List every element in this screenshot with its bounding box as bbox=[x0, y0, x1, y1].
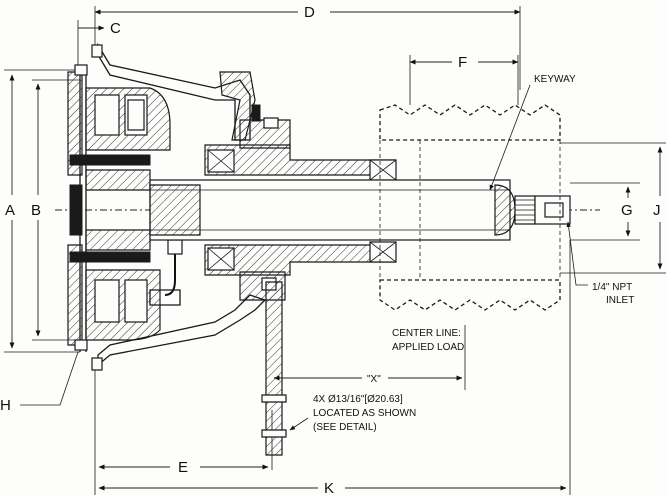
label-a: A bbox=[5, 202, 15, 219]
holes-callout-line3: (SEE DETAIL) bbox=[313, 422, 377, 433]
npt-callout-line1: 1/4" NPT bbox=[592, 282, 632, 293]
label-e: E bbox=[178, 459, 188, 476]
x-dimension-mark: "X" bbox=[367, 374, 381, 385]
center-line-callout-line2: APPLIED LOAD bbox=[392, 342, 464, 353]
label-h: H bbox=[0, 397, 11, 414]
bearing-housing bbox=[204, 104, 397, 301]
sheave-outline bbox=[379, 104, 561, 311]
label-k: K bbox=[324, 480, 334, 495]
mounting-bracket bbox=[261, 281, 287, 456]
npt-callout-line2: INLET bbox=[606, 295, 634, 306]
dimension-lines bbox=[4, 6, 666, 495]
label-j: J bbox=[653, 202, 661, 219]
labels: C D F A B G J H E K KEYWAY 1/4" NPT INLE… bbox=[0, 4, 661, 495]
leader-lines bbox=[20, 84, 588, 431]
label-d: D bbox=[304, 4, 315, 21]
keyway-callout: KEYWAY bbox=[534, 74, 576, 85]
label-b: B bbox=[31, 202, 41, 219]
shaft bbox=[149, 179, 571, 241]
center-line-callout-line1: CENTER LINE: bbox=[392, 328, 461, 339]
holes-callout-line1: 4X Ø13/16"[Ø20.63] bbox=[313, 394, 403, 405]
label-c: C bbox=[110, 20, 121, 37]
label-f: F bbox=[458, 54, 467, 71]
clutch-housing bbox=[67, 42, 267, 371]
holes-callout-line2: LOCATED AS SHOWN bbox=[313, 408, 416, 419]
label-g: G bbox=[621, 202, 633, 219]
